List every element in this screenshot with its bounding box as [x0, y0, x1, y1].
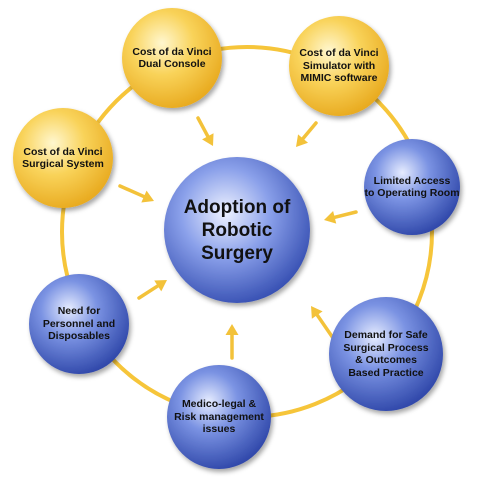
node-circle-simulator: [289, 16, 389, 116]
node-circle-medico-legal: [167, 365, 271, 469]
node-label-surgical-system: Cost of da Vinci Surgical System: [22, 145, 104, 171]
node-label-personnel: Need for Personnel and Disposables: [42, 305, 116, 343]
arrow-medico-legal: [225, 324, 239, 360]
arrow-dual-console: [196, 116, 214, 146]
node-label-demand-safe: Demand for Safe Surgical Process & Outco…: [343, 329, 429, 379]
arrow-surgical-system: [118, 184, 154, 203]
node-circle-demand-safe: [329, 297, 443, 411]
node-circle-surgical-system: [13, 108, 113, 208]
node-label-dual-console: Cost of da Vinci Dual Console: [132, 45, 212, 71]
arrow-limited-access: [324, 210, 358, 224]
node-circle-dual-console: [122, 8, 222, 108]
node-label-medico-legal: Medico-legal & Risk management issues: [174, 398, 264, 436]
arrow-personnel: [137, 280, 167, 300]
node-circle-personnel: [29, 274, 129, 374]
node-label-limited-access: Limited Access to Operating Room: [364, 174, 460, 200]
center-label: Adoption of Robotic Surgery: [183, 196, 291, 264]
arrow-demand-safe: [311, 306, 335, 340]
node-circle-limited-access: [364, 139, 460, 235]
node-label-simulator: Cost of da Vinci Simulator with MIMIC so…: [299, 47, 379, 85]
arrow-simulator: [296, 121, 318, 147]
center-circle: [164, 157, 310, 303]
